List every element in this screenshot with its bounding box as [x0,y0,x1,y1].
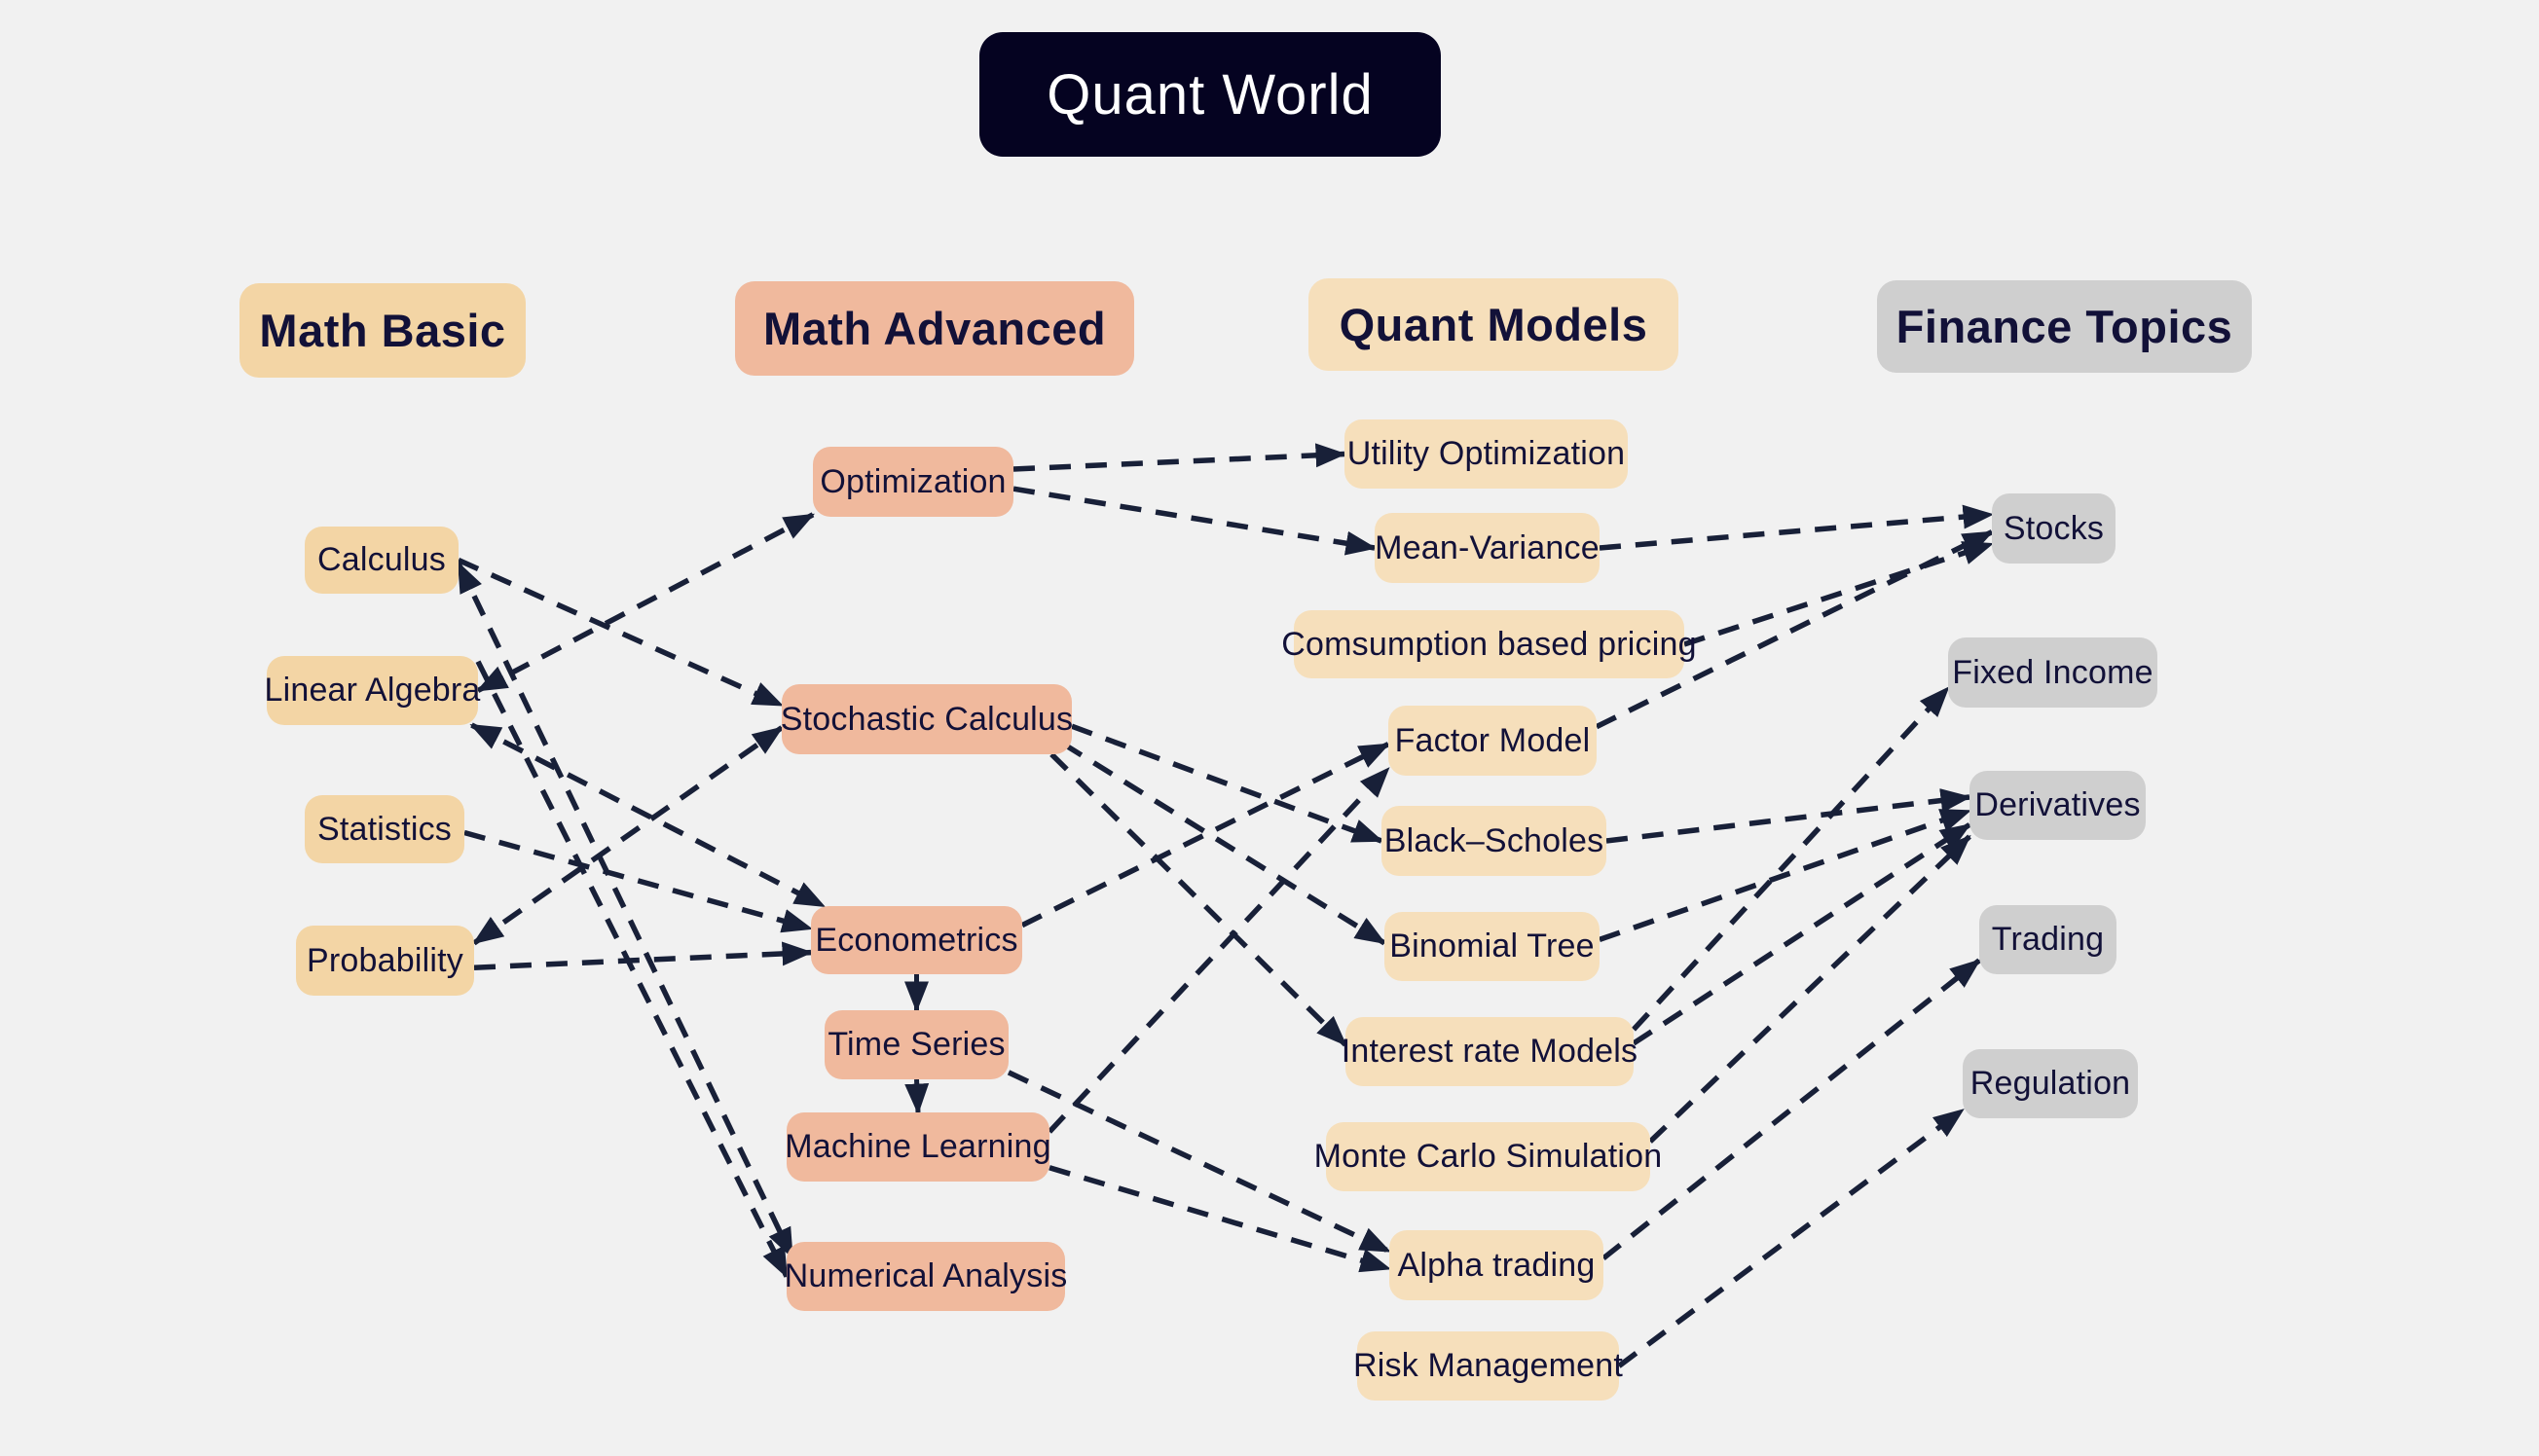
node-machine-learning: Machine Learning [785,1112,1051,1182]
node-linear-algebra: Linear Algebra [264,656,480,725]
edge-comsumption-based-pricing-to-stocks [1683,541,1995,647]
edge-alpha-trading-to-trading [1601,958,1981,1260]
node-utility-optimization: Utility Optimization [1344,419,1628,489]
edge-binomial-tree-to-derivatives [1599,808,1972,942]
node-probability: Probability [296,926,474,996]
edge-linear-algebra-to-optimization [475,512,816,693]
edge-risk-management-to-regulation [1617,1108,1965,1368]
edge-mean-variance-to-stocks [1599,504,1995,551]
node-econometrics: Econometrics [811,906,1022,974]
node-optimization: Optimization [813,447,1013,517]
node-numerical-analysis: Numerical Analysis [785,1242,1067,1311]
column-header-math-basic: Math Basic [239,283,526,378]
node-calculus: Calculus [305,527,459,594]
node-binomial-tree: Binomial Tree [1384,912,1600,981]
node-regulation: Regulation [1963,1049,2138,1118]
edge-calculus-to-stochastic-calculus [457,557,785,709]
node-comsumption-based-pricing: Comsumption based pricing [1281,610,1697,678]
edge-interest-rate-models-to-fixed-income [1631,685,1951,1032]
edge-econometrics-to-factor-model [1020,742,1391,928]
column-header-quant-models: Quant Models [1308,278,1678,371]
edge-statistics-to-econometrics [463,829,814,933]
edge-probability-to-stochastic-calculus [472,725,784,946]
edge-time-series-to-machine-learning [904,1078,930,1115]
edge-monte-carlo-simulation-to-derivatives [1648,834,1971,1144]
node-black-scholes: Black–Scholes [1381,806,1606,876]
node-stocks: Stocks [1992,493,2116,564]
edge-black-scholes-to-derivatives [1605,788,1972,844]
node-monte-carlo-simulation: Monte Carlo Simulation [1314,1122,1662,1191]
node-alpha-trading: Alpha trading [1389,1230,1603,1300]
node-mean-variance: Mean-Variance [1375,513,1600,583]
edge-stochastic-calculus-to-binomial-tree [1061,741,1386,946]
edge-linear-algebra-to-econometrics [469,722,827,909]
edge-stochastic-calculus-to-interest-rate-models [1049,752,1347,1047]
node-factor-model: Factor Model [1388,706,1597,776]
diagram-title: Quant World [979,32,1441,157]
node-time-series: Time Series [825,1010,1009,1079]
node-derivatives: Derivatives [1969,771,2146,840]
node-fixed-income: Fixed Income [1948,637,2157,708]
node-trading: Trading [1979,905,2116,974]
node-interest-rate-models: Interest rate Models [1342,1017,1637,1086]
edge-stochastic-calculus-to-black-scholes [1071,723,1384,844]
edge-machine-learning-to-alpha-trading [1049,1165,1392,1273]
node-risk-management: Risk Management [1353,1331,1623,1401]
edge-optimization-to-mean-variance [1012,486,1378,556]
edge-machine-learning-to-factor-model [1047,766,1391,1134]
node-statistics: Statistics [305,795,464,863]
column-header-finance-topics: Finance Topics [1877,280,2252,373]
edge-interest-rate-models-to-derivatives [1632,822,1971,1046]
column-header-math-advanced: Math Advanced [735,281,1134,376]
node-stochastic-calculus: Stochastic Calculus [781,684,1073,754]
edge-probability-to-econometrics [473,941,814,970]
edge-optimization-to-utility-optimization [1012,443,1347,472]
